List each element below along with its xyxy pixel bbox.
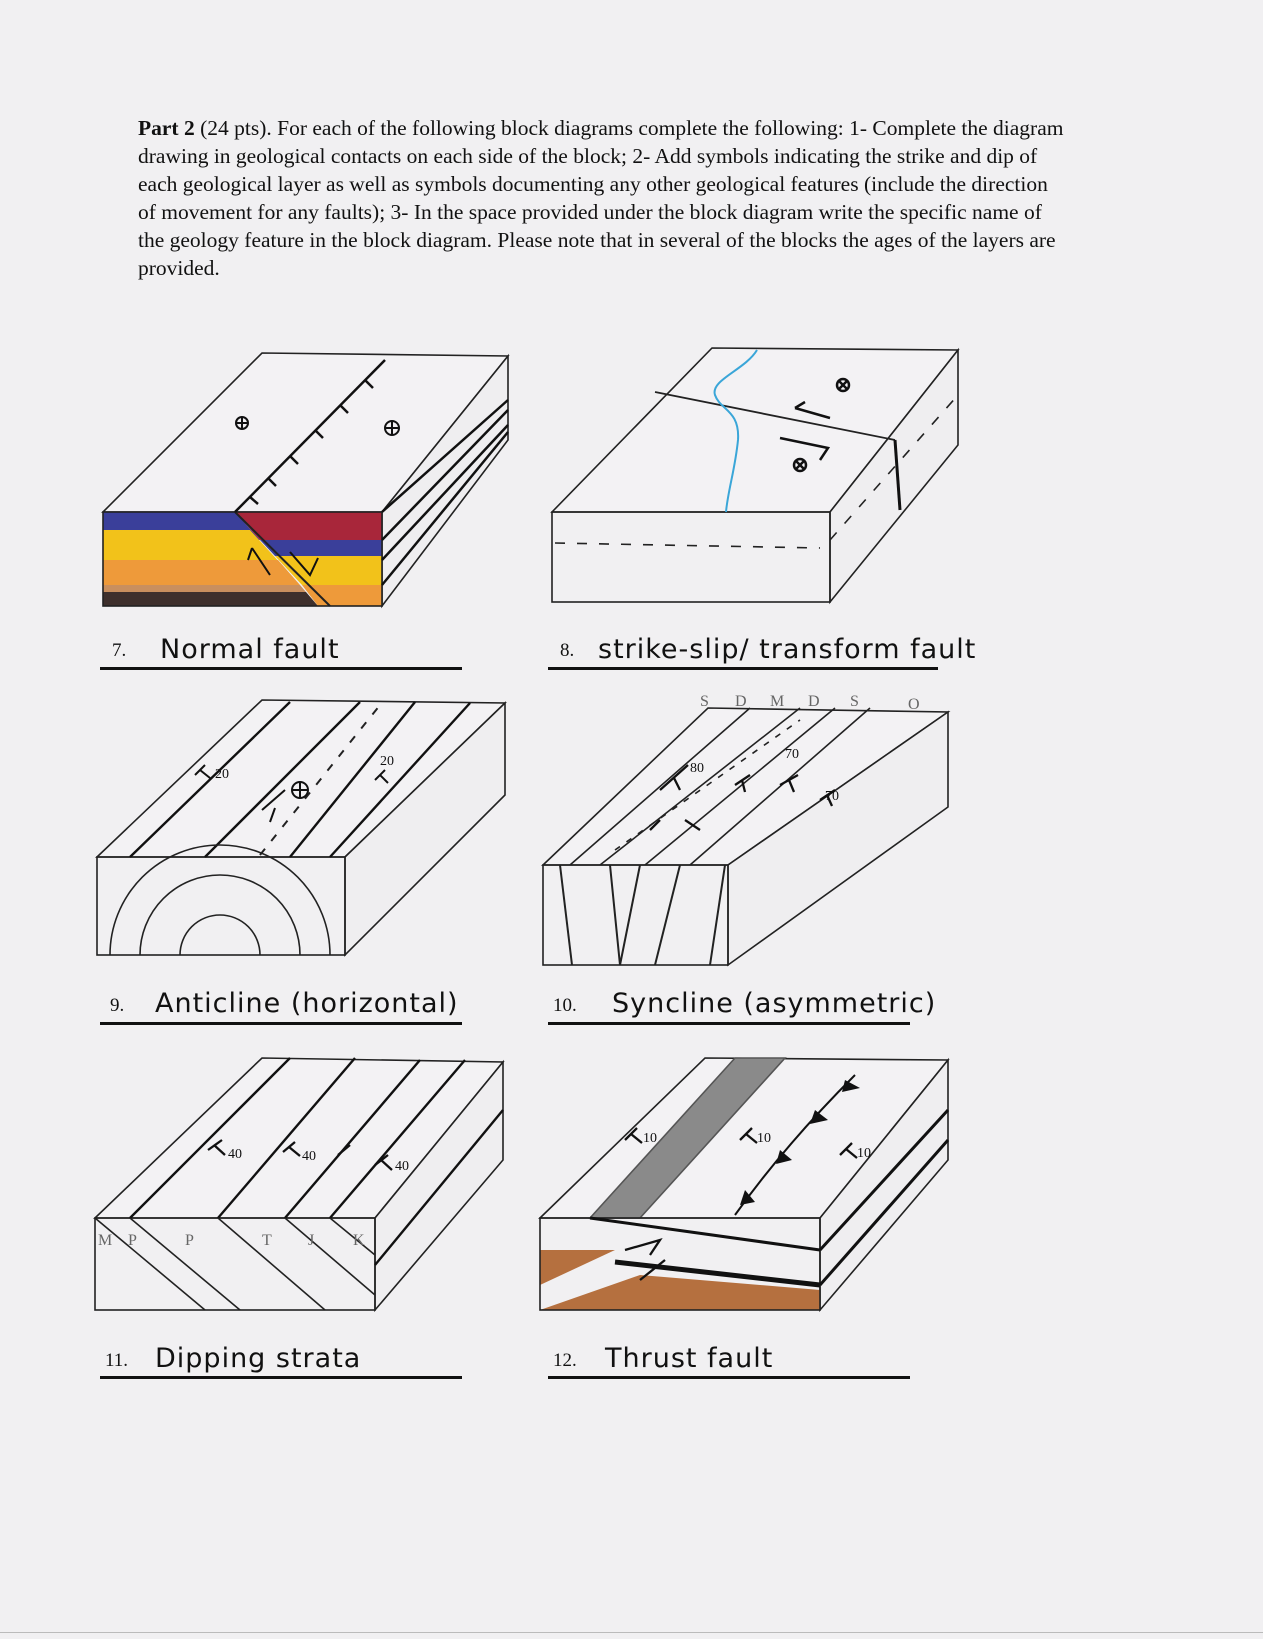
dip-label: 10 xyxy=(643,1131,657,1146)
scan-edge xyxy=(0,1632,1263,1633)
answer-line xyxy=(100,667,462,670)
part-label: Part 2 xyxy=(138,116,195,140)
block-diagram-8 xyxy=(550,347,960,605)
answer-text: Anticline (horizontal) xyxy=(155,988,459,1019)
question-number: 8. xyxy=(560,640,575,661)
layer-label: P xyxy=(128,1232,137,1249)
layer-label: M xyxy=(98,1232,112,1249)
layer-label: S xyxy=(850,693,859,710)
answer-text: Dipping strata xyxy=(155,1343,362,1374)
dip-label: 20 xyxy=(380,754,394,769)
dip-label: 20 xyxy=(215,767,229,782)
layer-label: J xyxy=(308,1232,314,1249)
layer-label: M xyxy=(770,693,784,710)
block-diagram-10: 80 70 70 S D M D S O xyxy=(540,693,951,967)
block-diagram-9: 20 20 xyxy=(94,699,507,957)
answer-line xyxy=(548,667,938,670)
question-number: 11. xyxy=(105,1350,129,1371)
layer-label: K xyxy=(353,1232,365,1249)
answer-line xyxy=(548,1376,910,1379)
layer-label: D xyxy=(735,693,747,710)
layer-label: D xyxy=(808,693,820,710)
question-number: 10. xyxy=(553,995,577,1016)
dip-label: 10 xyxy=(857,1146,871,1161)
dip-label: 80 xyxy=(690,761,704,776)
answer-line xyxy=(100,1376,462,1379)
block-diagram-7 xyxy=(101,352,510,609)
instructions-text: (24 pts). For each of the following bloc… xyxy=(138,116,1064,280)
answer-text: Normal fault xyxy=(160,634,340,665)
question-number: 9. xyxy=(110,995,125,1016)
layer-label: P xyxy=(185,1232,194,1249)
answer-text: Thrust fault xyxy=(605,1343,774,1374)
layer-label: S xyxy=(700,693,709,710)
dip-label: 40 xyxy=(395,1159,409,1174)
dip-label: 40 xyxy=(228,1147,242,1162)
instructions: Part 2 (24 pts). For each of the followi… xyxy=(138,114,1068,282)
question-number: 7. xyxy=(112,640,127,661)
block-diagram-12: 10 10 10 xyxy=(538,1057,950,1313)
layer-label: T xyxy=(262,1232,272,1249)
block-diagram-11: M P P T J K 40 40 40 xyxy=(93,1057,505,1313)
answer-text: Syncline (asymmetric) xyxy=(612,988,937,1019)
answer-line xyxy=(100,1022,462,1025)
answer-text: strike-slip/ transform fault xyxy=(598,634,977,665)
dip-label: 70 xyxy=(785,747,799,762)
question-number: 12. xyxy=(553,1350,577,1371)
dip-label: 70 xyxy=(825,789,839,804)
layer-label: O xyxy=(908,696,920,713)
dip-label: 10 xyxy=(757,1131,771,1146)
dip-label: 40 xyxy=(302,1149,316,1164)
answer-line xyxy=(548,1022,910,1025)
